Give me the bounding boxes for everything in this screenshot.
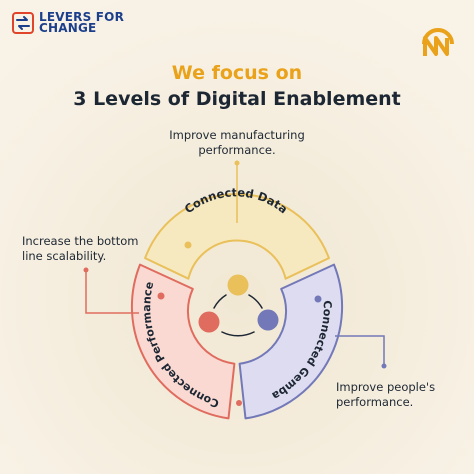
note-top-line-1: Improve manufacturing <box>169 128 305 142</box>
logo-line-1: LEVERS FOR <box>39 10 125 24</box>
note-manufacturing: Improve manufacturing performance. <box>0 128 474 158</box>
marker-dot-gemba <box>314 295 322 303</box>
cycle-arc-left <box>213 294 227 309</box>
levers-for-change-logo: LEVERS FOR CHANGE <box>12 10 125 35</box>
nn-arch-logo-icon <box>422 28 454 56</box>
heading-line-2: 3 Levels of Digital Enablement <box>73 88 401 110</box>
ring-connected-performance <box>130 263 236 420</box>
cycle-arc-bottom <box>221 331 255 337</box>
note-right-line-1: Improve people's <box>336 380 436 394</box>
note-left-line-2: line scalability. <box>22 249 107 263</box>
ring-connected-gemba <box>238 263 344 420</box>
logo-line-2: CHANGE <box>39 21 97 35</box>
heading-line-1: We focus on <box>171 62 303 84</box>
center-dot-yellow <box>227 274 249 296</box>
center-dot-purple <box>257 309 279 331</box>
marker-dot-performance <box>157 292 165 300</box>
logo-wordmark: LEVERS FOR CHANGE <box>39 10 125 35</box>
marker-dot-data <box>184 241 192 249</box>
cycle-arc-right <box>248 294 263 309</box>
ring-connected-data <box>144 193 330 280</box>
center-dot-red <box>198 311 220 333</box>
note-left-line-1: Increase the bottom <box>22 234 139 248</box>
leader-line-right <box>335 335 387 369</box>
leader-line-left <box>83 267 139 314</box>
note-scalability: Increase the bottom line scalability. <box>22 234 152 264</box>
leader-line-top <box>234 160 240 223</box>
note-top-line-2: performance. <box>198 143 276 157</box>
note-right-line-2: performance. <box>336 395 414 409</box>
center-cycle <box>198 274 279 337</box>
note-people: Improve people's performance. <box>336 380 466 410</box>
square-arrows-icon <box>12 12 34 34</box>
marker-dot-performance-end <box>236 400 242 406</box>
